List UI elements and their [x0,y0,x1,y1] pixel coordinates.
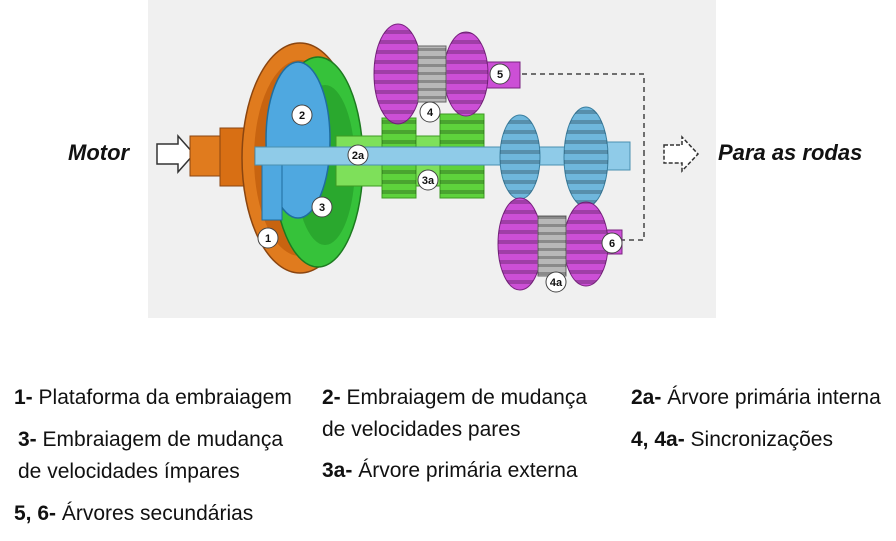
marker-2a: 2a [348,145,368,165]
legend-item-1: 1- Plataforma da embraiagem [14,382,292,414]
legend-item-3a: 3a- Árvore primária externa [322,455,578,487]
svg-text:4: 4 [427,107,434,119]
marker-4a: 4a [546,272,566,292]
marker-1: 1 [258,228,278,248]
legend-item-5-6: 5, 6- Árvores secundárias [14,498,253,530]
svg-text:6: 6 [609,238,615,250]
svg-text:3: 3 [319,202,325,214]
svg-text:2: 2 [299,110,305,122]
svg-text:5: 5 [497,69,503,81]
legend-item-2: 2- Embraiagem de mudança de velocidades … [322,382,587,446]
marker-6: 6 [602,233,622,253]
output-label: Para as rodas [718,140,862,166]
legend-item-4: 4, 4a- Sincronizações [631,424,833,456]
marker-3a: 3a [418,170,438,190]
motor-label: Motor [68,140,129,166]
marker-2: 2 [292,105,312,125]
svg-text:3a: 3a [422,175,435,187]
svg-text:1: 1 [265,233,271,245]
legend-item-3: 3- Embraiagem de mudança de velocidades … [18,424,283,488]
svg-text:4a: 4a [550,277,563,289]
synchronizer-lower [538,216,566,276]
marker-4: 4 [420,102,440,122]
synchronizer-upper [418,46,446,102]
svg-text:2a: 2a [352,150,365,162]
marker-5: 5 [490,64,510,84]
marker-3: 3 [312,197,332,217]
legend-item-2a: 2a- Árvore primária interna [631,382,881,414]
